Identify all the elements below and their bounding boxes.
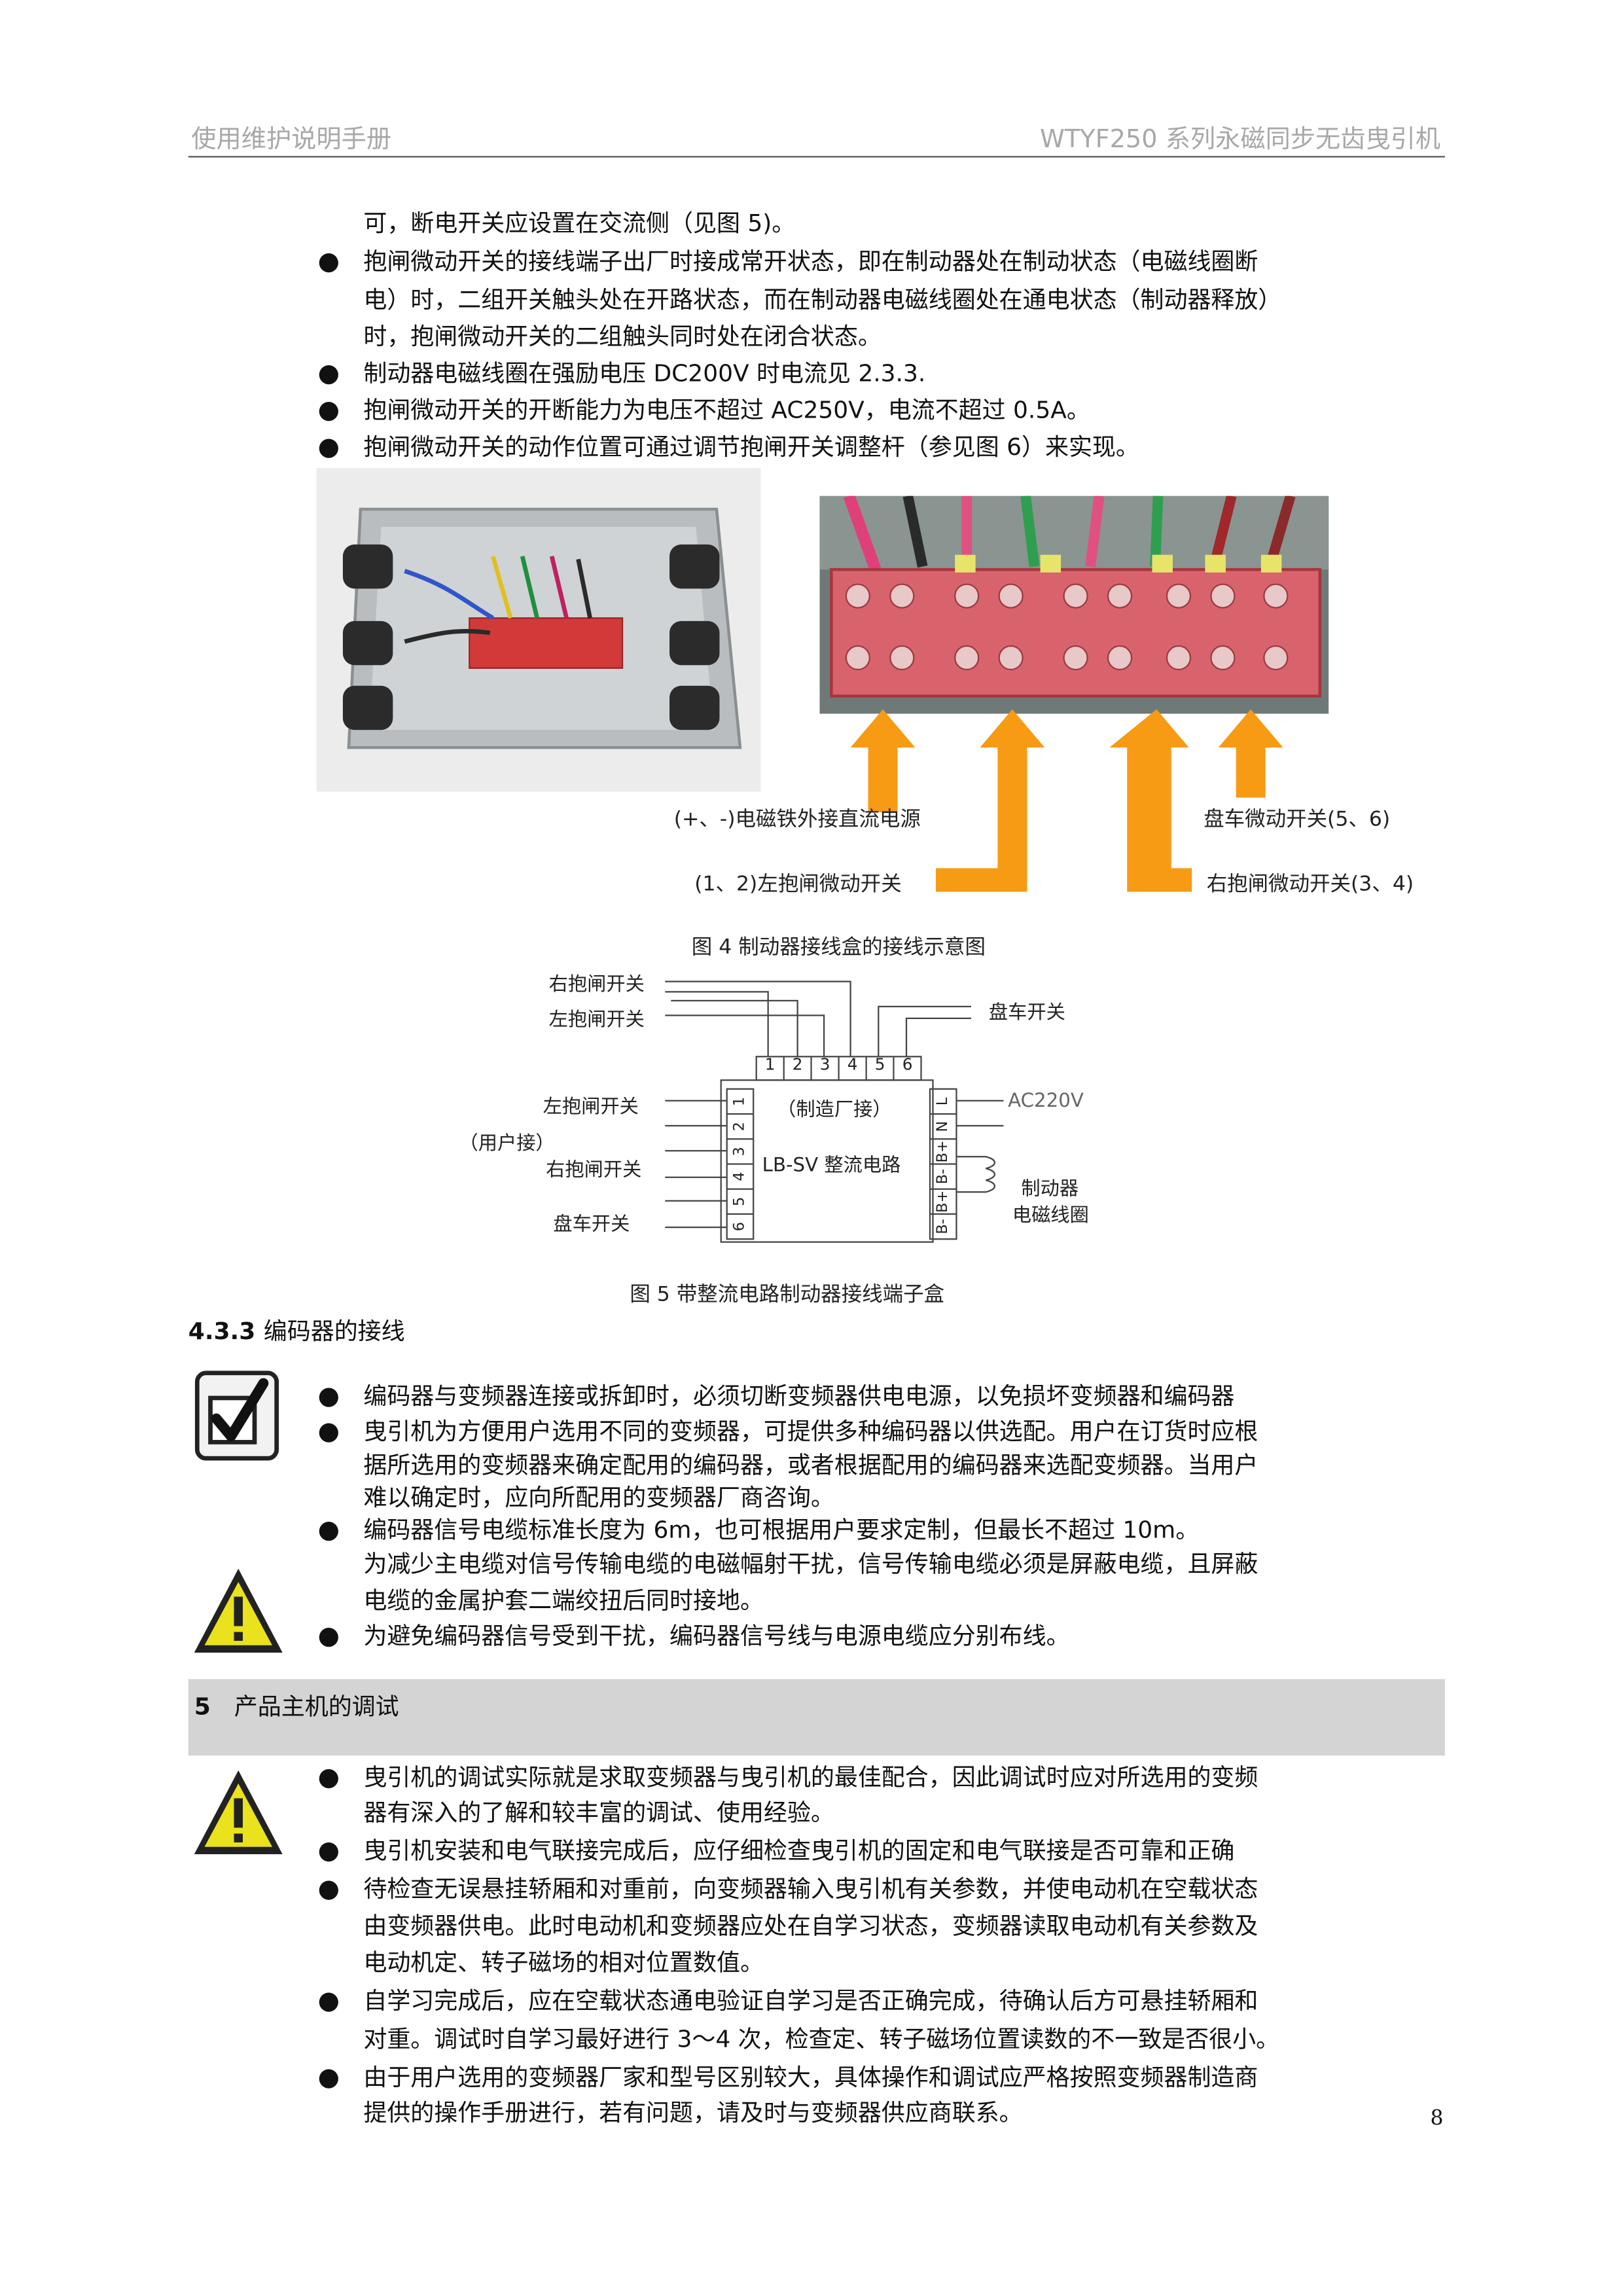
terminal-number: 1 [764,1055,776,1075]
terminal-number: 2 [732,1121,749,1132]
text-line: 自学习完成后，应在空载状态通电验证自学习是否正确完成，待确认后方可悬挂轿厢和 [363,1986,1258,2015]
bullet-icon: ● [317,433,340,462]
page-number: 8 [1430,2107,1444,2131]
figure5-coil-label-2: 电磁线圈 [1012,1205,1089,1228]
text-line: 曳引机安装和电气联接完成后，应仔细检查曳引机的固定和电气联接是否可靠和正确 [363,1837,1235,1865]
figure5-user-note: （用户接） [459,1133,555,1155]
terminal-number: 5 [732,1196,749,1206]
header-right: WTYF250 系列永磁同步无齿曳引机 [1040,125,1441,155]
section-5-heading-bar [188,1679,1445,1756]
figure5-factory-note: （制造厂接） [777,1099,892,1122]
text-line: 器有深入的了解和较丰富的调试、使用经验。 [363,1798,834,1827]
bullet-icon: ● [317,1621,340,1651]
figure5-top-right-brake: 右抱闸开关 [548,974,645,997]
terminal-label: B+ [935,1190,952,1213]
bullet-icon: ● [317,395,340,425]
text-line: 曳引机为方便用户选用不同的变频器，可提供多种编码器以供选配。用户在订货时应根 [363,1417,1258,1445]
figure5-coil-label-1: 制动器 [1021,1178,1079,1201]
figure5-right-terminals: L N B+ B- B+ B- [930,1089,956,1239]
text-line: 据所选用的变频器来确定配用的编码器，或者根据配用的编码器来选配变频器。当用户 [363,1450,1258,1479]
bullet-icon: ● [317,2063,340,2093]
text-line: 时，抱闸微动开关的二组触头同时处在闭合状态。 [363,322,882,351]
terminal-number: 4 [732,1172,749,1181]
section-433-heading: 4.3.3 编码器的接线 [188,1311,405,1346]
terminal-label: B- [935,1219,952,1234]
text-line: 电）时，二组开关触头处在开路状态，而在制动器电磁线圈处在通电状态（制动器释放） [363,285,1282,314]
terminal-label: L [935,1097,952,1106]
bullet-icon: ● [317,1417,340,1447]
text-line: 为减少主电缆对信号传输电缆的电磁幅射干扰，信号传输电缆必须是屏蔽电缆，且屏蔽 [363,1549,1258,1578]
terminal-label: B- [935,1168,952,1185]
header-rule [188,156,1445,158]
text-line: 抱闸微动开关的动作位置可通过调节抱闸开关调整杆（参见图 6）来实现。 [363,433,1139,461]
terminal-number: 3 [732,1147,749,1157]
text-line: 编码器信号电缆标准长度为 6m，也可根据用户要求定制，但最长不超过 10m。 [363,1515,1200,1544]
text-line: 提供的操作手册进行，若有问题，请及时与变频器供应商联系。 [363,2098,1023,2126]
text-line: 编码器与变频器连接或拆卸时，必须切断变频器供电电源，以免损坏变频器和编码器 [363,1382,1235,1410]
section-5-title: 产品主机的调试 [234,1692,399,1721]
terminal-number: 4 [847,1055,858,1075]
junction-box-photo [316,467,761,792]
text-line: 由变频器供电。此时电动机和变频器应处在自学习状态，变频器读取电动机有关参数及 [363,1911,1258,1940]
bullet-icon: ● [317,1874,340,1905]
terminal-number: 3 [819,1055,830,1075]
figure5-top-car: 盘车开关 [988,1002,1065,1024]
section-5-number: 5 [194,1692,211,1721]
text-line: 由于用户选用的变频器厂家和型号区别较大，具体操作和调试应严格按照变频器制造商 [363,2063,1258,2091]
text-line: 为避免编码器信号受到干扰，编码器信号线与电源电缆应分别布线。 [363,1621,1070,1650]
figure4-label-right-brake: 右抱闸微动开关(3、4) [1206,872,1414,897]
figure4-label-car: 盘车微动开关(5、6) [1204,808,1391,832]
figure5-left-terminals: 1 2 3 4 5 6 [727,1089,753,1239]
figure5-left-brake: 左抱闸开关 [543,1096,639,1119]
bullet-icon: ● [317,359,340,389]
terminal-label: N [935,1121,952,1132]
text-line: 电动机定、转子磁场的相对位置数值。 [363,1948,764,1977]
terminal-number: 6 [732,1221,749,1232]
figure5-right-brake: 右抱闸开关 [546,1159,642,1182]
warning-icon [194,1568,283,1653]
bullet-icon: ● [317,1986,340,2017]
text-line: 抱闸微动开关的开断能力为电压不超过 AC250V，电流不超过 0.5A。 [363,395,1090,424]
terminal-block-photo [819,495,1329,714]
section-5-heading: 5 产品主机的调试 [194,1687,399,1722]
terminal-number: 1 [732,1096,749,1107]
figure5-caption: 图 5 带整流电路制动器接线端子盒 [630,1283,945,1307]
header-left: 使用维护说明手册 [191,125,392,155]
terminal-number: 5 [874,1055,885,1075]
terminal-number: 6 [902,1055,913,1075]
bullet-icon: ● [317,247,340,277]
text-line: 可，断电开关应设置在交流侧（见图 5)。 [363,209,796,237]
text-line: 待检查无误悬挂轿厢和对重前，向变频器输入曳引机有关参数，并使电动机在空载状态 [363,1874,1258,1903]
bullet-icon: ● [317,1515,340,1545]
figure4-arrows [850,709,1283,892]
bullet-icon: ● [317,1837,340,1866]
text-line: 电缆的金属护套二端绞扭后同时接地。 [363,1586,764,1615]
bullet-icon: ● [317,1382,340,1412]
text-line: 对重。调试时自学习最好进行 3～4 次，检查定、转子磁场位置读数的不一致是否很小… [363,2024,1280,2053]
figure5-diagram [665,980,1004,1243]
text-line: 难以确定时，应向所配用的变频器厂商咨询。 [363,1483,834,1512]
terminal-number: 2 [792,1055,803,1075]
figure5-top-terminals: 1 2 3 4 5 6 [757,1055,921,1074]
terminal-label: B+ [935,1140,952,1163]
figure5-module: LB-SV 整流电路 [762,1155,901,1177]
figure5-car: 盘车开关 [553,1213,630,1236]
section-433-number: 4.3.3 [188,1317,256,1346]
figure4-label-dc: (+、-)电磁铁外接直流电源 [673,808,921,832]
section-433-title: 编码器的接线 [263,1317,405,1346]
text-line: 抱闸微动开关的接线端子出厂时接成常开状态，即在制动器处在制动状态（电磁线圈断 [363,247,1258,276]
figure5-ac-label: AC220V [1008,1090,1084,1113]
figure4-label-left-brake: (1、2)左抱闸微动开关 [694,872,902,897]
text-line: 曳引机的调试实际就是求取变频器与曳引机的最佳配合，因此调试时应对所选用的变频 [363,1763,1258,1791]
checkbox-note-icon [194,1371,279,1461]
figure4-caption: 图 4 制动器接线盒的接线示意图 [691,935,986,960]
text-line: 制动器电磁线圈在强励电压 DC200V 时电流见 2.3.3. [363,359,926,387]
bullet-icon: ● [317,1763,340,1793]
warning-icon [194,1770,283,1854]
figure5-top-left-brake: 左抱闸开关 [548,1009,645,1032]
